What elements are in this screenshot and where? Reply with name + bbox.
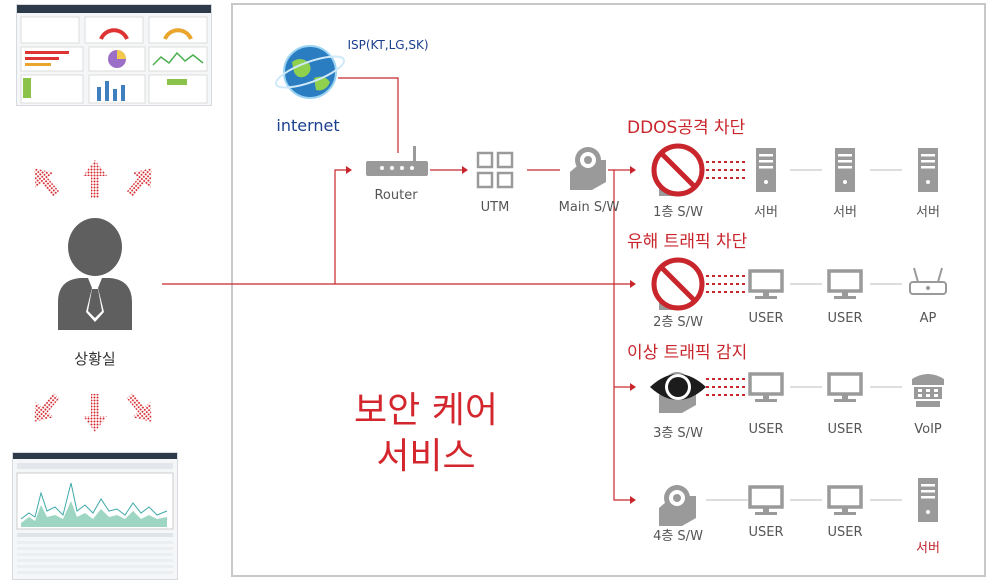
service-title: 보안 케어 서비스: [336, 388, 516, 480]
router-label: Router: [374, 188, 418, 203]
row-title: 이상 트래픽 감지: [627, 343, 748, 363]
user-pc-icon: [827, 269, 863, 299]
device-label: 서버: [916, 541, 940, 556]
block-icon: [651, 143, 705, 197]
device-label: USER: [748, 422, 784, 437]
device-label: USER: [748, 311, 784, 326]
main-switch-icon: [570, 147, 606, 190]
service-title-line1: 보안 케어: [354, 390, 498, 431]
arrow-down-icon: [83, 394, 107, 432]
floor-switch-label: 3층 S/W: [653, 426, 703, 441]
arrow-down-left-icon: [34, 393, 60, 422]
device-label: USER: [827, 311, 863, 326]
utm-icon: [476, 151, 514, 189]
service-title-line2: 서비스: [376, 436, 476, 477]
device-label: 서버: [754, 205, 778, 220]
user-pc-icon: [748, 372, 784, 402]
control-room-arrows: [34, 160, 152, 432]
floor-switch-label: 4층 S/W: [653, 529, 703, 544]
dashboard-thumbnail: [17, 5, 211, 104]
red-links: [162, 169, 630, 501]
utm-label: UTM: [480, 200, 510, 215]
server-icon: [918, 478, 938, 522]
user-pc-icon: [748, 269, 784, 299]
user-pc-icon: [827, 372, 863, 402]
device-label: VoIP: [914, 422, 942, 437]
control-room-label: 상황실: [74, 350, 116, 368]
row-title: 유해 트래픽 차단: [627, 232, 748, 252]
floor-switch-label: 1층 S/W: [653, 205, 703, 220]
isp-label: ISP(KT,LG,SK): [347, 38, 429, 52]
floor-row-1: [651, 143, 938, 197]
arrow-up-icon: [83, 160, 107, 198]
access-point-icon: [909, 267, 947, 295]
row-title: DDOS공격 차단: [627, 118, 746, 138]
eye-monitor-icon: [650, 374, 706, 400]
floor-row-3: [650, 372, 944, 413]
monitoring-thumbnail: [13, 453, 177, 574]
monitoring-screenshot-bottom: [12, 452, 178, 580]
floor-row-4: [659, 478, 938, 526]
server-icon: [918, 148, 938, 192]
internet-globe-icon: [274, 45, 346, 99]
device-label: AP: [919, 311, 937, 326]
arrow-down-right-icon: [126, 393, 152, 422]
user-pc-icon: [827, 485, 863, 515]
floor-row-2: [651, 257, 947, 311]
router-icon: [366, 146, 428, 176]
user-pc-icon: [748, 485, 784, 515]
dashboard-screenshot-top: [16, 4, 212, 106]
internet-label: internet: [276, 116, 340, 135]
block-icon: [651, 257, 705, 311]
arrow-up-left-icon: [34, 168, 60, 197]
control-room-person-icon: [58, 218, 132, 330]
floor-switch-icon: [659, 485, 696, 526]
server-icon: [835, 148, 855, 192]
server-icon: [756, 148, 776, 192]
arrow-up-right-icon: [126, 168, 152, 197]
main-switch-label: Main S/W: [558, 200, 620, 215]
device-label: 서버: [833, 205, 857, 220]
device-label: USER: [827, 422, 863, 437]
device-label: USER: [827, 525, 863, 540]
device-label: 서버: [916, 205, 940, 220]
floor-switch-label: 2층 S/W: [653, 315, 703, 330]
service-frame: [231, 3, 986, 577]
link-arrowheads: [346, 166, 636, 504]
isp-link: [338, 77, 399, 153]
voip-phone-icon: [912, 374, 944, 407]
device-label: USER: [748, 525, 784, 540]
